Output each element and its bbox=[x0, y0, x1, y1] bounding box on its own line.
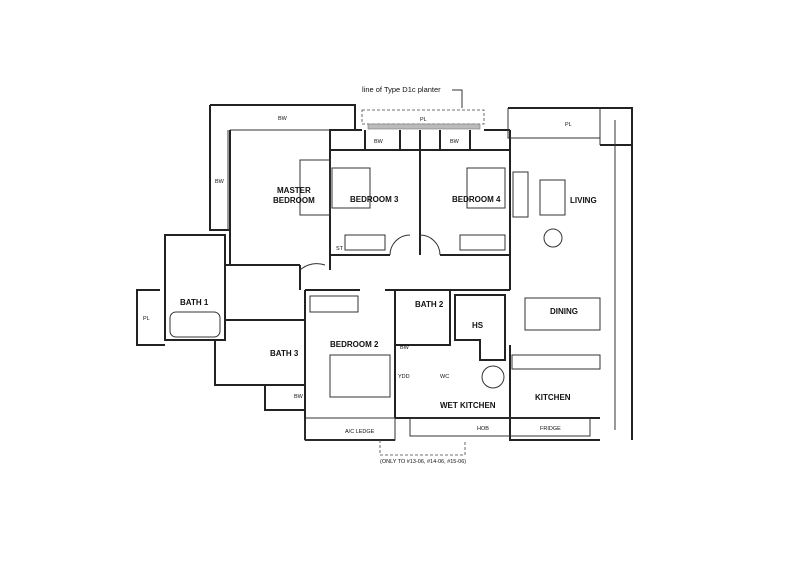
annotation-top: line of Type D1c planter bbox=[362, 85, 441, 94]
ac-ledge bbox=[304, 417, 396, 441]
bath2-walls bbox=[395, 290, 506, 361]
label-bw-bath3: BW bbox=[294, 394, 304, 400]
label-bw-b3: BW bbox=[374, 139, 384, 145]
balcony-rail bbox=[227, 108, 616, 430]
label-pl-top: PL bbox=[420, 117, 427, 123]
label-master-2: BEDROOM bbox=[273, 196, 315, 205]
island bbox=[511, 354, 601, 370]
label-bw-b4: BW bbox=[450, 139, 460, 145]
armchair bbox=[543, 228, 563, 248]
bedroom-walls bbox=[330, 130, 510, 256]
bed-master bbox=[299, 159, 331, 216]
bed-b4 bbox=[466, 167, 506, 209]
bath3-walls bbox=[214, 319, 305, 411]
counter bbox=[409, 417, 591, 437]
label-wet-kitchen: WET KITCHEN bbox=[440, 401, 496, 410]
label-ac-ledge: A/C LEDGE bbox=[345, 429, 375, 435]
bed-b3 bbox=[331, 167, 371, 209]
sofa bbox=[512, 171, 529, 218]
label-wc: WC bbox=[440, 374, 449, 380]
wardrobe-b4 bbox=[459, 234, 506, 251]
label-hs: HS bbox=[472, 321, 484, 330]
washer bbox=[481, 365, 505, 389]
label-bedroom2: BEDROOM 2 bbox=[330, 340, 379, 349]
label-bw-left: BW bbox=[215, 179, 225, 185]
door-swing bbox=[299, 234, 441, 271]
label-bw-b2: BW bbox=[400, 345, 410, 351]
label-bedroom3: BEDROOM 3 bbox=[350, 195, 399, 204]
label-st: ST bbox=[336, 246, 344, 252]
wardrobe-b3 bbox=[344, 234, 386, 251]
label-hob: HOB bbox=[477, 426, 489, 432]
label-kitchen: KITCHEN bbox=[535, 393, 571, 402]
planter-strip bbox=[367, 123, 481, 130]
label-bath3: BATH 3 bbox=[270, 349, 299, 358]
label-bath2: BATH 2 bbox=[415, 300, 444, 309]
label-fridge: FRIDGE bbox=[540, 426, 561, 432]
label-master: MASTER bbox=[277, 186, 311, 195]
planter-leader bbox=[452, 89, 463, 108]
room-labels: MASTER BEDROOM BEDROOM 3 BEDROOM 4 LIVIN… bbox=[143, 116, 597, 465]
label-pl-right: PL bbox=[565, 122, 572, 128]
bath1-walls bbox=[136, 234, 300, 346]
label-dining: DINING bbox=[550, 307, 578, 316]
label-bath1: BATH 1 bbox=[180, 298, 209, 307]
label-bedroom4: BEDROOM 4 bbox=[452, 195, 501, 204]
dining-table bbox=[524, 297, 601, 331]
label-bw-top: BW bbox=[278, 116, 288, 122]
bathtub bbox=[169, 311, 221, 338]
wardrobe-b2 bbox=[309, 295, 359, 313]
label-pl-left: PL bbox=[143, 316, 150, 322]
label-ydd: YDD bbox=[398, 374, 410, 380]
bedroom2-walls bbox=[304, 289, 510, 440]
annotation-bottom: (ONLY TO #13-06, #14-06, #15-06) bbox=[380, 459, 466, 465]
planter-bottom bbox=[379, 440, 466, 456]
label-living: LIVING bbox=[570, 196, 597, 205]
coffee-table bbox=[539, 179, 566, 216]
exterior-wall bbox=[209, 104, 633, 440]
bed-b2 bbox=[329, 354, 391, 398]
